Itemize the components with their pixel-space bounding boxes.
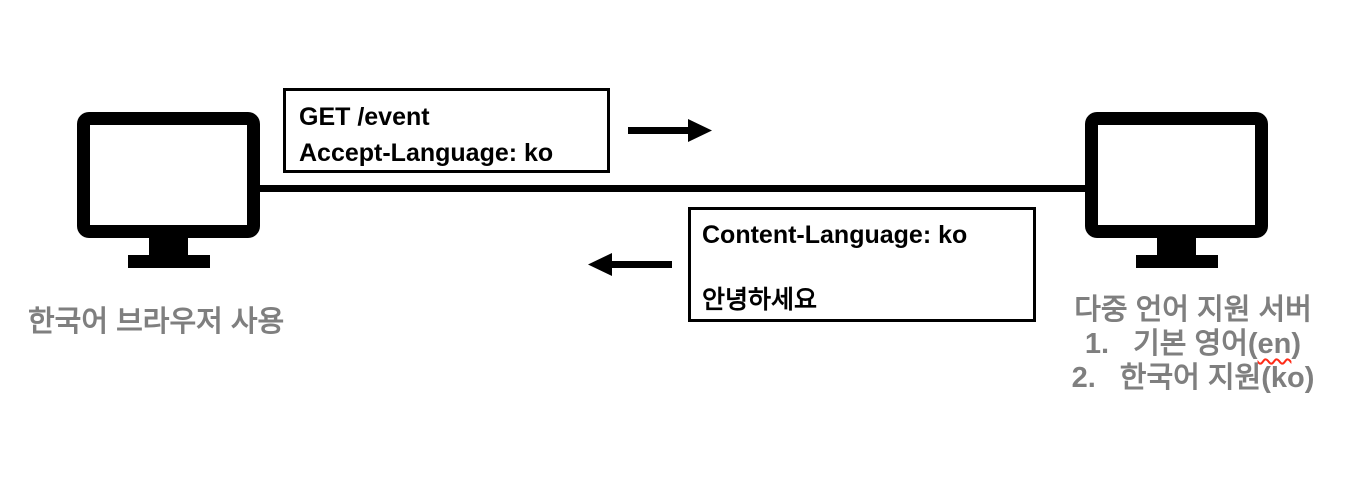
network-connection-line bbox=[256, 185, 1088, 192]
response-arrow-left-icon bbox=[588, 253, 672, 276]
server-label-title: 다중 언어 지원 서버 bbox=[1074, 294, 1312, 326]
http-request-box: GET /event Accept-Language: ko bbox=[283, 88, 610, 173]
server-monitor-icon bbox=[1085, 112, 1268, 268]
monitor-stand-neck bbox=[1157, 236, 1196, 256]
response-header-line: Content-Language: ko bbox=[702, 221, 968, 249]
server-label: 다중 언어 지원 서버 1. 기본 영어(en) 2. 한국어 지원(ko) bbox=[1040, 293, 1346, 395]
client-label: 한국어 브라우저 사용 bbox=[28, 306, 285, 338]
monitor-stand-base bbox=[128, 255, 210, 268]
client-monitor-icon bbox=[77, 112, 260, 268]
language-code-ko: ko bbox=[1270, 362, 1305, 394]
http-response-box: Content-Language: ko 안녕하세요 bbox=[688, 207, 1036, 322]
list-number: 2. bbox=[1071, 362, 1096, 394]
request-header-line: Accept-Language: ko bbox=[299, 139, 554, 167]
item-text: 한국어 지원( bbox=[1119, 362, 1271, 394]
item-text: 기본 영어( bbox=[1133, 328, 1258, 360]
list-number: 1. bbox=[1084, 328, 1110, 360]
request-arrow-right-icon bbox=[628, 119, 712, 142]
item-text-suffix: ) bbox=[1304, 362, 1315, 394]
monitor-screen bbox=[77, 112, 260, 238]
language-code-en: en bbox=[1257, 328, 1292, 360]
request-method-line: GET /event bbox=[299, 103, 430, 131]
monitor-stand-base bbox=[1136, 255, 1218, 268]
response-body-text: 안녕하세요 bbox=[702, 286, 818, 314]
monitor-screen bbox=[1085, 112, 1268, 238]
item-text-suffix: ) bbox=[1291, 328, 1302, 360]
server-language-item-1: 1. 기본 영어(en) bbox=[1040, 327, 1346, 361]
monitor-stand-neck bbox=[149, 236, 188, 256]
server-language-item-2: 2. 한국어 지원(ko) bbox=[1040, 361, 1346, 395]
